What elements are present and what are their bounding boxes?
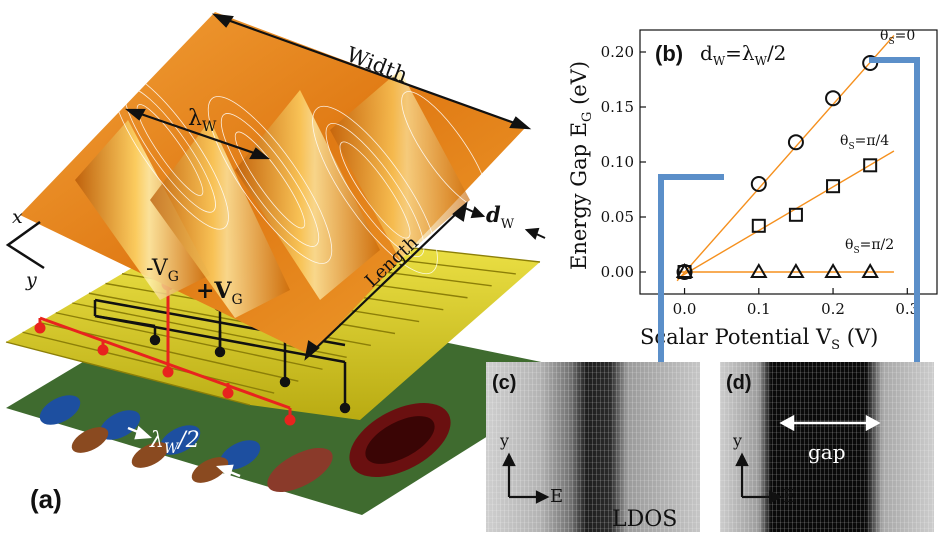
ridge-line bbox=[22, 331, 275, 394]
pos-vg-label: +VG bbox=[196, 278, 243, 308]
series-label-theta0: θS=0 bbox=[880, 28, 915, 47]
data-markers bbox=[675, 55, 879, 280]
red-wire-network bbox=[34, 277, 296, 426]
dw-arrows bbox=[464, 206, 546, 240]
y-tick-label: 0.10 bbox=[601, 153, 634, 171]
ridge-line bbox=[5, 341, 251, 406]
panel-c-axes bbox=[502, 452, 550, 504]
panel-d-axes bbox=[735, 452, 783, 504]
marker-square bbox=[826, 179, 841, 194]
axis-x-label: x bbox=[12, 206, 23, 228]
chart-ticks: 0.0 0.1 0.2 0.3 0.00 0.05 0.10 0.15 0.20 bbox=[601, 43, 920, 318]
x-tick-label: 0.1 bbox=[747, 300, 771, 318]
series-label-theta-pi2: θS=π/2 bbox=[845, 237, 894, 256]
x-tick-label: 0.0 bbox=[673, 300, 697, 318]
fit-line bbox=[676, 35, 895, 282]
width-arrow bbox=[211, 13, 532, 130]
axis-y-label: y bbox=[25, 269, 37, 291]
marker-circle bbox=[787, 134, 804, 151]
chart-ylabel: Energy Gap EG (eV) bbox=[567, 61, 595, 270]
marker-circle bbox=[825, 90, 842, 107]
base-ellipses bbox=[39, 395, 451, 493]
marker-triangle bbox=[787, 263, 805, 278]
fit-line bbox=[676, 150, 895, 280]
panel-c-axis-e: E bbox=[550, 486, 563, 507]
panel-c-label: (c) bbox=[492, 372, 516, 394]
dw-label: dW bbox=[486, 202, 515, 232]
marker-triangle bbox=[750, 263, 768, 278]
fit-lines bbox=[676, 35, 895, 282]
marker-square bbox=[751, 218, 766, 233]
panel-a: Width λW Length dW x y -VG +VG bbox=[5, 12, 590, 515]
gap-label: gap bbox=[808, 440, 846, 464]
panel-d-label: (d) bbox=[726, 372, 752, 394]
ridge-line bbox=[55, 312, 323, 370]
neg-vg-label: -VG bbox=[146, 256, 179, 285]
condition-label: dW=λW/2 bbox=[700, 41, 786, 68]
panel-c: (c) y E LDOS bbox=[486, 362, 700, 532]
panel-d-axis-e: E bbox=[783, 486, 796, 507]
panel-d-axis-y: y bbox=[732, 431, 742, 450]
panel-d: (d) gap y E bbox=[720, 362, 934, 532]
marker-square bbox=[863, 158, 878, 173]
panel-c-axis-y: y bbox=[499, 431, 509, 450]
marker-triangle bbox=[861, 263, 879, 278]
lambda-arrow bbox=[124, 108, 271, 160]
x-tick-label: 0.3 bbox=[895, 300, 919, 318]
y-tick-label: 0.00 bbox=[601, 263, 634, 281]
surface-contours bbox=[111, 70, 489, 275]
marker-circle bbox=[750, 176, 767, 192]
marker-square bbox=[788, 207, 803, 222]
panel-b: 0.0 0.1 0.2 0.3 0.00 0.05 0.10 0.15 0.20 θS=0 θS… bbox=[567, 28, 938, 353]
half-lambda-arrows bbox=[127, 425, 241, 479]
panel-c-ldos: LDOS bbox=[612, 507, 677, 532]
half-lambda-label: λW/2 bbox=[149, 428, 200, 457]
panel-b-label: (b) bbox=[655, 41, 683, 66]
connector-lines bbox=[658, 57, 920, 393]
marker-triangle bbox=[675, 263, 694, 278]
x-tick-label: 0.2 bbox=[821, 300, 845, 318]
plot-frame bbox=[639, 29, 938, 295]
chart-xlabel: Scalar Potential VS (V) bbox=[640, 325, 878, 353]
gap-arrow bbox=[779, 414, 881, 432]
series-label-theta-pi4: θS=π/4 bbox=[840, 133, 889, 152]
panel-a-label: (a) bbox=[30, 484, 62, 514]
marker-triangle bbox=[824, 263, 842, 278]
length-arrow bbox=[304, 201, 468, 361]
surface-bands bbox=[75, 70, 470, 318]
y-tick-label: 0.20 bbox=[601, 43, 634, 61]
lambda-w-label: λW bbox=[188, 106, 217, 135]
xy-axes bbox=[5, 220, 45, 270]
y-tick-label: 0.15 bbox=[601, 98, 634, 116]
y-tick-label: 0.05 bbox=[601, 208, 634, 226]
